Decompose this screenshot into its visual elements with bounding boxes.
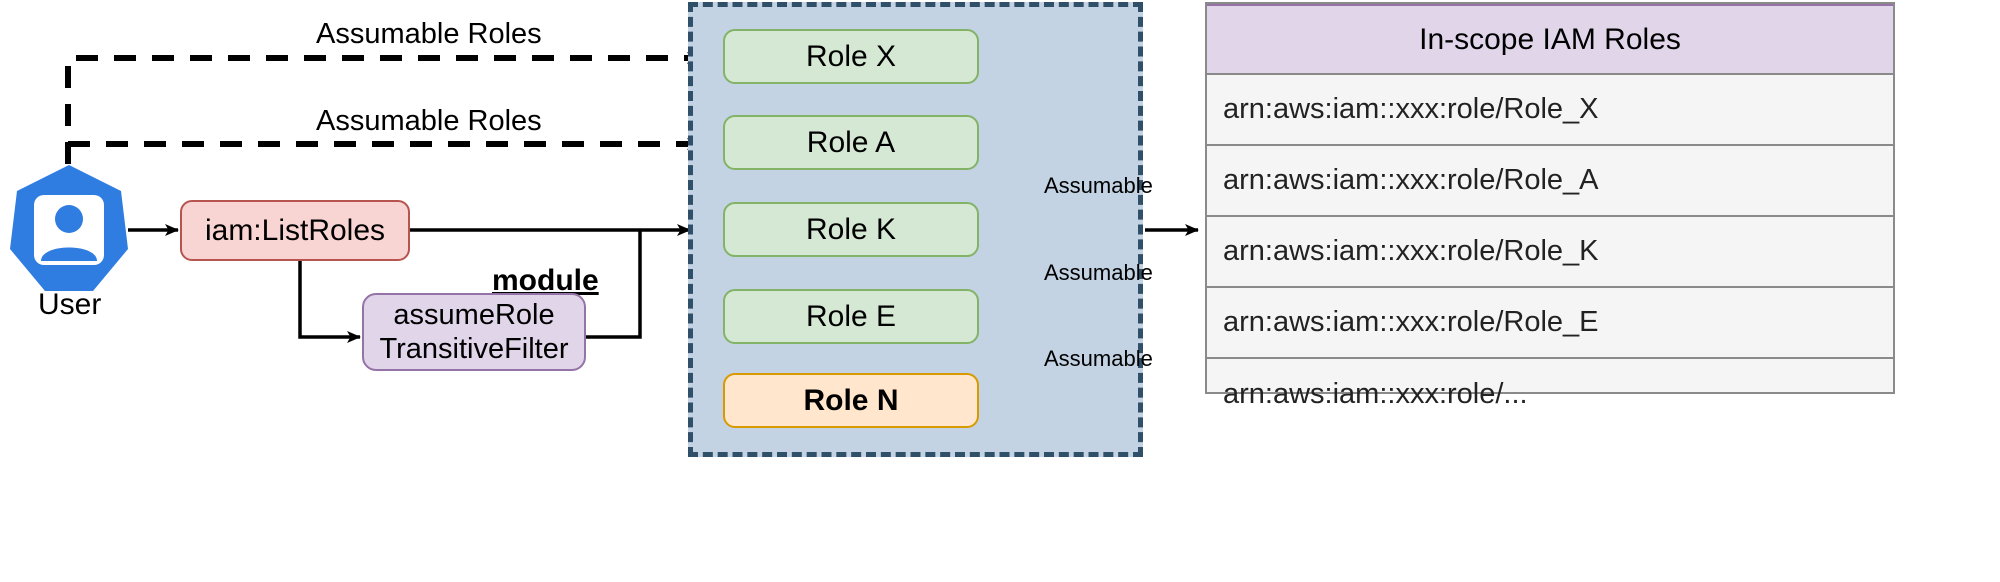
module-title: module	[492, 264, 599, 297]
role-node-label-4: Role N	[803, 383, 899, 417]
action-node-label: iam:ListRoles	[204, 213, 386, 247]
table-row[interactable]: arn:aws:iam::xxx:role/Role_X	[1207, 75, 1893, 146]
role-node-2[interactable]: Role K	[723, 202, 979, 257]
edge-label-assumable-1: Assumable	[1044, 173, 1153, 198]
table-row[interactable]: arn:aws:iam::xxx:role/Role_E	[1207, 288, 1893, 359]
role-node-label-0: Role X	[805, 39, 897, 73]
in-scope-iam-roles-table: In-scope IAM Roles arn:aws:iam::xxx:role…	[1205, 2, 1895, 410]
table-row[interactable]: arn:aws:iam::xxx:role/...	[1223, 378, 1528, 410]
user-heptagon-icon	[8, 163, 130, 296]
role-node-1[interactable]: Role A	[723, 115, 979, 170]
edge-label-assumable-roles-top: Assumable Roles	[316, 18, 542, 50]
edge-label-assumable-3: Assumable	[1044, 346, 1153, 371]
role-node-3[interactable]: Role E	[723, 289, 979, 344]
user-caption: User	[38, 288, 102, 321]
role-node-label-3: Role E	[805, 299, 897, 333]
edge-label-assumable-2: Assumable	[1044, 260, 1153, 285]
table-row[interactable]: arn:aws:iam::xxx:role/Role_A	[1207, 146, 1893, 217]
table-row[interactable]: arn:aws:iam::xxx:role/Role_K	[1207, 217, 1893, 288]
edge-label-assumable-roles-bottom: Assumable Roles	[316, 105, 542, 137]
edge-listroles-to-module	[298, 261, 361, 343]
module-node-label-line2: TransitiveFilter	[379, 333, 569, 365]
module-node-label-line1: assumeRole	[393, 298, 555, 331]
table-header: In-scope IAM Roles	[1207, 4, 1893, 75]
role-node-label-2: Role K	[805, 212, 897, 246]
role-node-0[interactable]: Role X	[723, 29, 979, 84]
role-node-label-1: Role A	[806, 125, 896, 159]
action-node-list-roles[interactable]: iam:ListRoles	[180, 200, 410, 261]
role-node-4[interactable]: Role N	[723, 373, 979, 428]
module-node-assume-role-transitive-filter[interactable]: assumeRole TransitiveFilter	[362, 293, 586, 371]
